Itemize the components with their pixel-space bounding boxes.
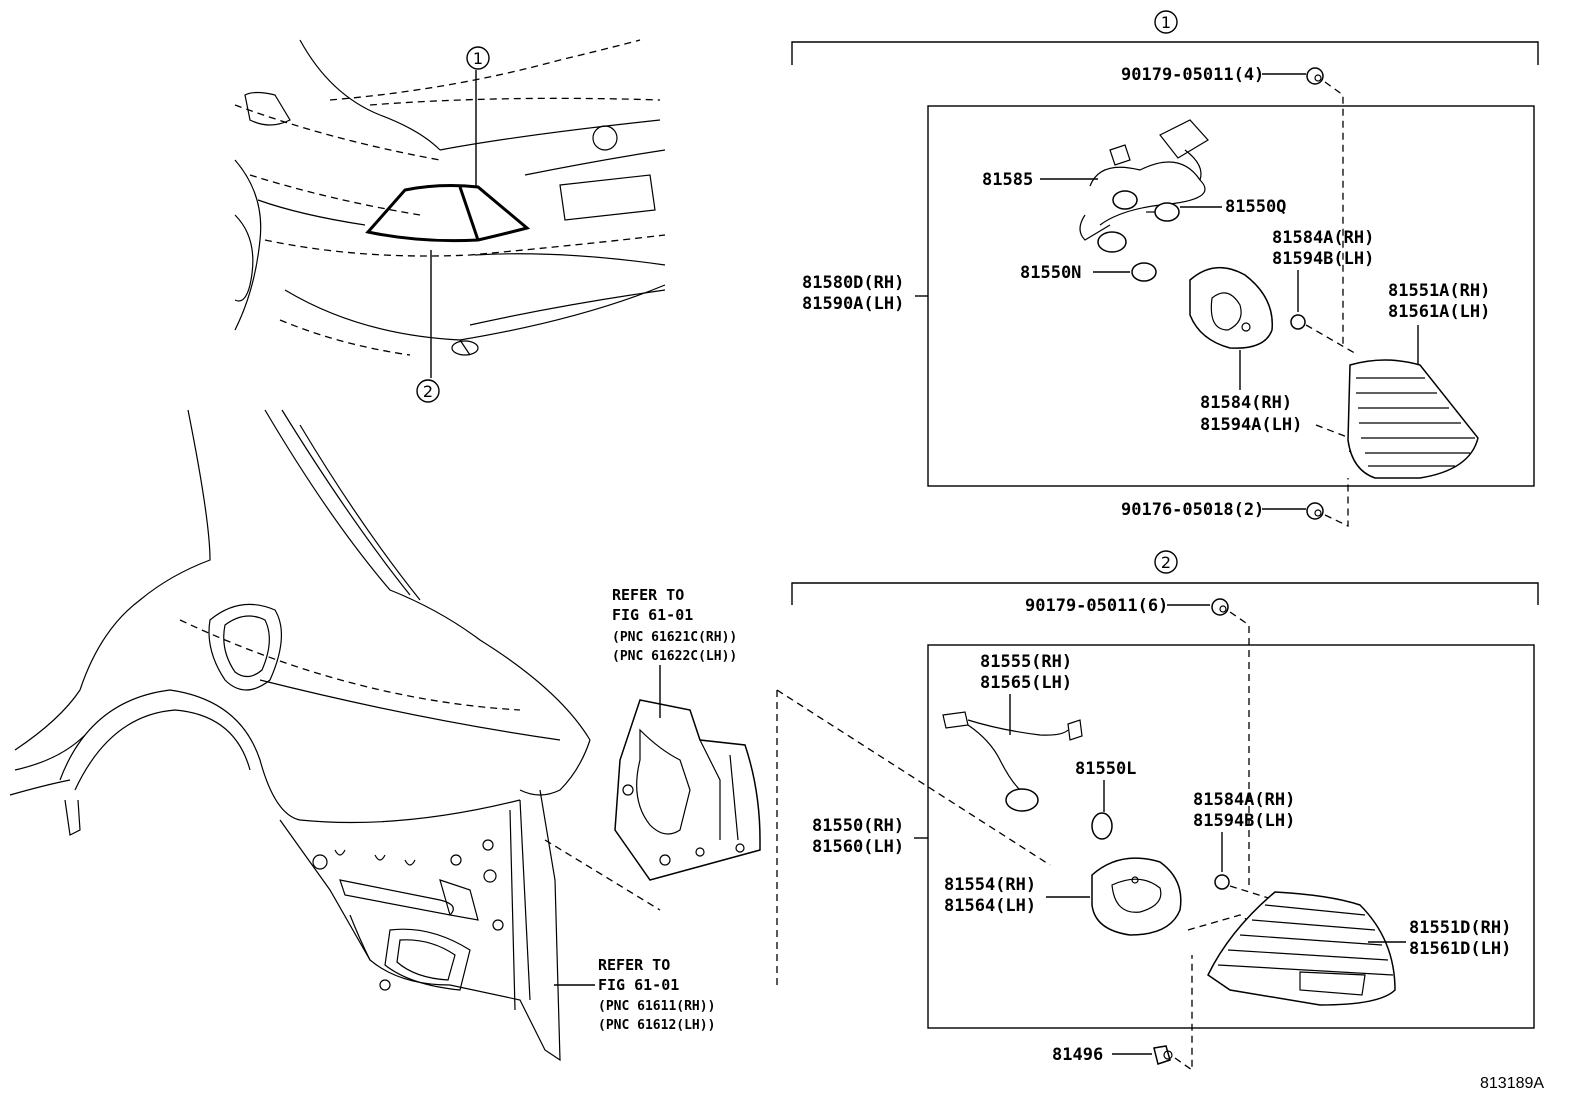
s2-lens-lh-label: 81561D(LH) (1409, 939, 1511, 959)
s2-lens-rh-label: 81551D(RH) (1409, 918, 1511, 938)
s1-lens (1347, 359, 1479, 479)
refer-bottom: REFER TO FIG 61-01 (PNC 61611(RH)) (PNC … (598, 956, 715, 1033)
s1-gasket-lh-label: 81594A(LH) (1200, 415, 1302, 435)
s1-bulb-q (1146, 202, 1180, 222)
s1-plug-lh-label: 81594B(LH) (1272, 249, 1374, 269)
s2-bulb-l (1091, 812, 1113, 840)
s2-plug (1214, 874, 1230, 890)
s2-gasket-rh-label: 81554(RH) (944, 875, 1036, 895)
s2-gasket-lh-label: 81564(LH) (944, 896, 1036, 916)
callout-2-car: 2 (416, 379, 440, 403)
s1-lens-lh-label: 81561A(LH) (1388, 302, 1490, 322)
s2-lens (1207, 891, 1396, 1006)
quarter-panel (9, 409, 661, 1062)
s1-gasket-rh-label: 81584(RH) (1200, 393, 1292, 413)
s2-clip (1153, 1045, 1173, 1065)
car-rear-view (234, 39, 666, 378)
s1-harness (1079, 119, 1209, 253)
refer-top-line2: FIG 61-01 (612, 606, 693, 624)
section-2-callout: 2 (1161, 553, 1171, 572)
refer-top-line4: (PNC 61622C(LH)) (612, 649, 737, 664)
refer-bottom-line1: REFER TO (598, 956, 670, 974)
s2-clip-label: 81496 (1052, 1045, 1103, 1065)
svg-text:1: 1 (473, 49, 483, 68)
s1-lens-rh-label: 81551A(RH) (1388, 281, 1490, 301)
s1-harness-label: 81585 (982, 170, 1033, 190)
s2-assembly-rh-label: 81550(RH) (812, 816, 904, 836)
s2-fastener-top (1211, 598, 1229, 616)
bracket-leader (776, 689, 1051, 866)
s2-plug-rh-label: 81584A(RH) (1193, 790, 1295, 810)
s1-fastener-top-label: 90179-05011(4) (1121, 65, 1264, 85)
bracket-part (614, 665, 761, 881)
s1-plug (1290, 314, 1306, 330)
s1-gasket (1189, 266, 1274, 349)
s2-plug-lh-label: 81594B(LH) (1193, 811, 1295, 831)
s1-assembly-rh-label: 81580D(RH) (802, 273, 904, 293)
section-1-callout: 1 (1161, 13, 1171, 32)
diagram-id: 813189A (1480, 1075, 1544, 1092)
s2-bulb-l-label: 81550L (1075, 759, 1136, 779)
s2-fastener-top-label: 90179-05011(6) (1025, 596, 1168, 616)
refer-bottom-line4: (PNC 61612(LH)) (598, 1018, 715, 1033)
s1-assembly-lh-label: 81590A(LH) (802, 294, 904, 314)
callout-1-car: 1 (466, 46, 490, 70)
s2-gasket (1091, 857, 1182, 936)
s1-plug-rh-label: 81584A(RH) (1272, 228, 1374, 248)
s1-bulb-n (1131, 262, 1157, 282)
s2-harness-lh-label: 81565(LH) (980, 673, 1072, 693)
s2-assembly-lh-label: 81560(LH) (812, 837, 904, 857)
refer-bottom-line3: (PNC 61611(RH)) (598, 999, 715, 1014)
refer-top: REFER TO FIG 61-01 (PNC 61621C(RH)) (PNC… (612, 586, 737, 664)
s2-harness-rh-label: 81555(RH) (980, 652, 1072, 672)
s1-bulb-q-label: 81550Q (1225, 197, 1286, 217)
s1-bulb-n-label: 81550N (1020, 263, 1081, 283)
section-2: 2 90179-05011(6) 81555(RH) 81565(LH) 815… (791, 550, 1539, 1072)
svg-text:2: 2 (423, 382, 433, 401)
section-1: 1 90179-05011(4) 81585 81550Q (791, 10, 1539, 528)
s1-fastener-bottom (1306, 502, 1324, 520)
s2-harness (942, 711, 1083, 812)
refer-top-line3: (PNC 61621C(RH)) (612, 630, 737, 645)
s1-fastener-top (1306, 67, 1324, 85)
refer-top-line1: REFER TO (612, 586, 684, 604)
refer-bottom-line2: FIG 61-01 (598, 976, 679, 994)
s1-fastener-bottom-label: 90176-05018(2) (1121, 500, 1264, 520)
